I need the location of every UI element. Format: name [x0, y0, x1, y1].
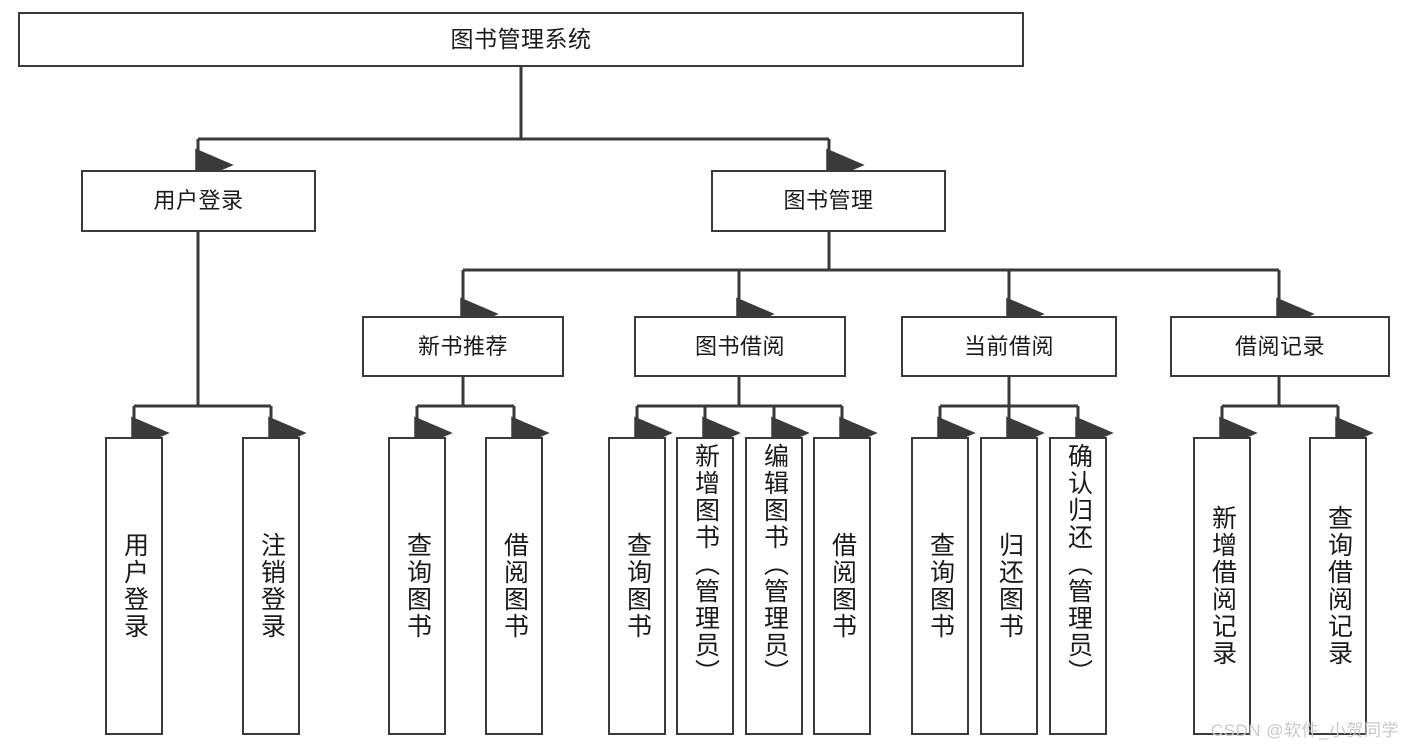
node-label: 用户登录	[120, 532, 149, 640]
node-label: 图书管理	[783, 188, 874, 214]
node-label: 图书借阅	[694, 333, 785, 359]
node-leaf-add-record[interactable]: 新增借阅记录	[1193, 437, 1251, 735]
node-label: 编辑图书（管理员）	[760, 443, 789, 686]
node-leaf-logout[interactable]: 注销登录	[242, 437, 300, 735]
node-label: 查询图书	[926, 532, 955, 640]
node-leaf-query-book-1[interactable]: 查询图书	[388, 437, 446, 735]
node-leaf-query-record[interactable]: 查询借阅记录	[1309, 437, 1367, 735]
node-new-book-recommend[interactable]: 新书推荐	[362, 316, 564, 377]
node-current-borrow[interactable]: 当前借阅	[901, 316, 1117, 377]
node-label: 查询图书	[623, 532, 652, 640]
node-borrow-record[interactable]: 借阅记录	[1170, 316, 1390, 377]
node-label: 用户登录	[153, 188, 244, 214]
node-label: 当前借阅	[963, 333, 1054, 359]
node-label: 确认归还（管理员）	[1064, 443, 1093, 686]
node-book-management-system[interactable]: 图书管理系统	[18, 12, 1024, 67]
node-leaf-confirm-return[interactable]: 确认归还（管理员）	[1049, 437, 1107, 735]
node-book-management[interactable]: 图书管理	[711, 170, 946, 232]
node-leaf-add-book[interactable]: 新增图书（管理员）	[676, 437, 734, 735]
node-leaf-edit-book[interactable]: 编辑图书（管理员）	[745, 437, 803, 735]
node-leaf-return-book[interactable]: 归还图书	[980, 437, 1038, 735]
node-user-login[interactable]: 用户登录	[81, 170, 316, 232]
node-leaf-query-book-2[interactable]: 查询图书	[608, 437, 666, 735]
node-leaf-user-login[interactable]: 用户登录	[105, 437, 163, 735]
node-label: 查询图书	[403, 532, 432, 640]
node-label: 新书推荐	[417, 333, 508, 359]
node-label: 新增借阅记录	[1208, 505, 1237, 667]
node-book-borrow[interactable]: 图书借阅	[634, 316, 846, 377]
node-leaf-query-book-3[interactable]: 查询图书	[911, 437, 969, 735]
node-label: 借阅图书	[828, 532, 857, 640]
node-label: 归还图书	[995, 532, 1024, 640]
node-leaf-borrow-book-2[interactable]: 借阅图书	[813, 437, 871, 735]
node-label: 查询借阅记录	[1324, 505, 1353, 667]
node-label: 借阅记录	[1234, 333, 1325, 359]
node-leaf-borrow-book-1[interactable]: 借阅图书	[485, 437, 543, 735]
node-label: 新增图书（管理员）	[691, 443, 720, 686]
node-label: 图书管理系统	[450, 25, 592, 52]
node-label: 借阅图书	[500, 532, 529, 640]
node-label: 注销登录	[257, 532, 286, 640]
